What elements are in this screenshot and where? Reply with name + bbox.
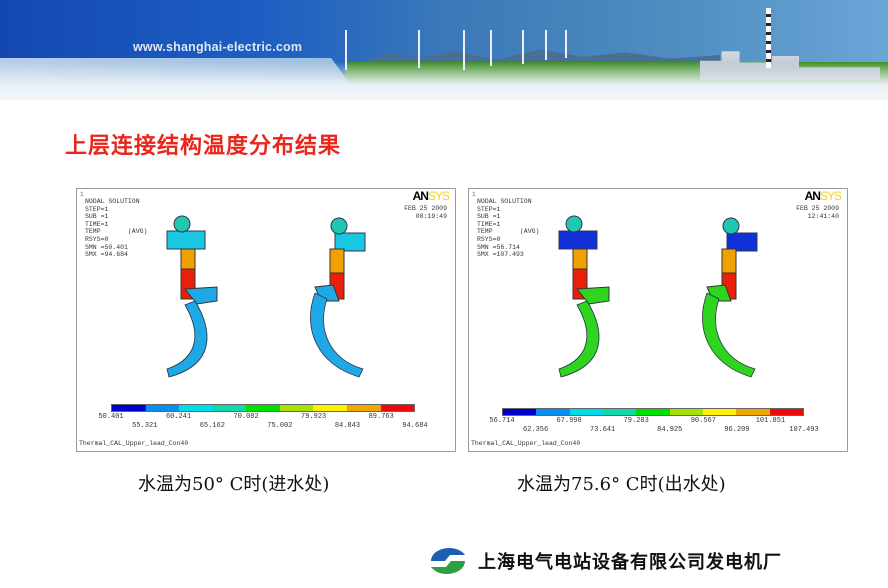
legend-swatch [736,409,770,415]
legend-label: 73.641 [590,426,616,434]
legend-swatch [769,409,803,415]
legend-swatch [636,409,670,415]
window-number: 1 [80,191,84,198]
legend-label: 50.401 [98,413,124,421]
info-line: SMX =107.493 [477,251,524,259]
legend-swatch [702,409,737,415]
color-legend-bar [111,404,415,412]
legend-swatch [145,405,180,411]
info-line: RSYS=0 [85,235,109,243]
fe-model [166,215,366,378]
info-line: SMN =56.714 [477,243,520,251]
legend-label: 75.002 [267,422,293,430]
info-line: SUB =1 [85,213,109,221]
ansys-logo: ANSYS [804,189,842,203]
legend-swatch [346,405,381,411]
info-line: TEMP (AVG) [85,228,148,236]
legend-swatch [212,405,247,411]
legend-label: 89.763 [368,413,394,421]
info-line: SUB =1 [477,213,501,221]
legend-label: 65.162 [199,422,225,430]
caption-left: 水温为50° C时(进水处) [138,474,330,495]
info-line: STEP=1 [85,205,109,213]
caption-right: 水温为75.6° C时(出水处) [517,474,726,495]
lead-model-front [558,215,610,378]
company-name: 上海电气电站设备有限公司发电机厂 [478,552,782,573]
date: FEB 25 2009 [796,205,839,212]
legend-swatch [569,409,603,415]
legend-label: 56.714 [489,417,515,425]
info-line: SMX =94.684 [85,251,128,259]
lead-model-back [702,217,758,378]
info-line: TEMP (AVG) [477,228,540,236]
info-line: NODAL SOLUTION [85,198,140,205]
color-legend-bar [502,408,804,416]
info-line: TIME=1 [477,220,501,228]
time: 12:41:40 [807,212,839,220]
info-line: SMN =50.401 [85,243,128,251]
date: FEB 25 2009 [404,205,447,212]
legend-label: 84.925 [657,426,683,434]
website-url: www.shanghai-electric.com [133,40,303,54]
header-banner: www.shanghai-electric.com [0,0,888,100]
info-line: RSYS=0 [477,235,501,243]
legend-swatch [313,405,347,411]
legend-label: 101.851 [755,417,786,425]
lead-model-front [166,215,218,378]
legend-label: 79.283 [623,417,649,425]
legend-swatch [380,405,415,411]
legend-swatch [602,409,637,415]
legend-label: 67.998 [556,417,582,425]
legend-label: 107.493 [789,426,819,434]
legend-swatch [279,405,314,411]
time: 08:19:49 [415,212,447,220]
legend-swatch [112,405,146,411]
legend-swatch [536,409,570,415]
fe-model [558,215,758,378]
slide-title: 上层连接结构温度分布结果 [65,134,342,159]
model-filename: Thermal_CAL_Upper_lead_Con40 [471,440,581,447]
model-filename: Thermal_CAL_Upper_lead_Con40 [79,440,189,447]
legend-label: 79.923 [301,413,327,421]
lead-model-back [310,217,366,378]
info-line: STEP=1 [477,205,501,213]
legend-label: 55.321 [132,422,158,430]
legend-label: 94.684 [402,422,428,430]
info-line: NODAL SOLUTION [477,198,532,205]
legend-label: 84.843 [334,422,361,430]
legend-label: 90.567 [690,417,716,425]
ansys-logo: ANSYS [412,189,450,203]
legend-label: 60.241 [165,413,192,421]
legend-swatch [179,405,213,411]
window-number: 1 [472,191,476,198]
legend-label: 70.082 [233,413,259,421]
legend-swatch [503,409,537,415]
legend-swatch [246,405,280,411]
footer-logo: 上海电气电站设备有限公司发电机厂 [428,546,782,576]
company-logo-icon [430,547,465,575]
legend-label: 96.209 [724,426,750,434]
info-line: TIME=1 [85,220,109,228]
legend-swatch [669,409,703,415]
legend-label: 62.356 [522,426,549,434]
